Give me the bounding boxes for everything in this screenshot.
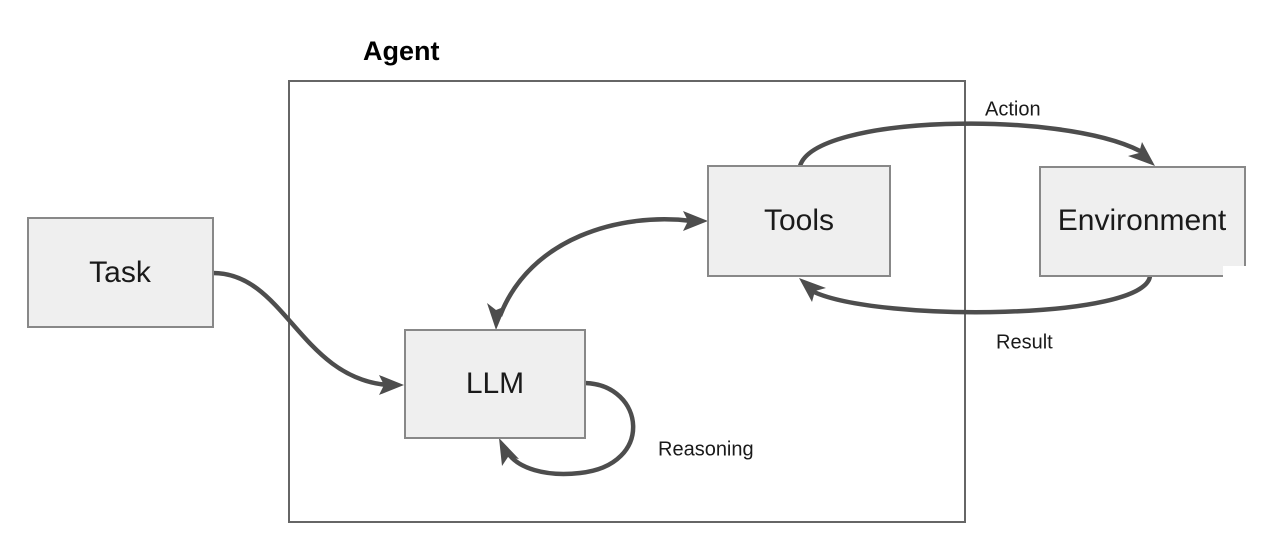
edge-task-to-llm xyxy=(212,270,404,395)
node-llm[interactable]: LLM xyxy=(404,329,586,439)
edge-tools-to-environment-arrowhead xyxy=(1128,142,1155,166)
node-environment[interactable]: Environment xyxy=(1039,166,1264,290)
node-tools[interactable]: Tools xyxy=(707,165,891,277)
node-environment-label: Environment xyxy=(1058,204,1227,237)
node-environment-box[interactable] xyxy=(1039,166,1246,277)
edge-environment-to-tools-path xyxy=(813,275,1153,315)
edge-label-action: Action xyxy=(985,98,1041,120)
edge-task-to-llm-arrowhead xyxy=(379,375,404,395)
edge-label-reasoning: Reasoning xyxy=(658,438,754,460)
edge-llm-tools-arrowhead-llm xyxy=(487,303,506,330)
node-task[interactable]: Task xyxy=(27,217,214,328)
edge-llm-tools-path xyxy=(497,217,693,317)
node-environment-corner-notch xyxy=(1223,266,1264,290)
edge-llm-self-loop-path xyxy=(506,380,636,477)
agent-group-box xyxy=(288,80,966,523)
node-tools-label: Tools xyxy=(764,204,834,237)
edge-environment-to-tools-arrowhead xyxy=(799,278,826,302)
edge-llm-tools-arrowhead-tools xyxy=(683,211,708,231)
node-llm-label: LLM xyxy=(466,367,524,400)
edge-tools-to-environment-path xyxy=(797,121,1142,167)
edge-llm-tools xyxy=(487,211,708,330)
edge-environment-to-tools: Result xyxy=(799,275,1153,353)
edge-llm-self-loop-arrowhead xyxy=(499,438,519,466)
edge-llm-self-loop: Reasoning xyxy=(499,380,754,477)
agent-group-title: Agent xyxy=(363,36,440,66)
edge-tools-to-environment: Action xyxy=(797,98,1155,167)
node-tools-box[interactable] xyxy=(707,165,891,277)
edge-task-to-llm-path xyxy=(212,270,389,388)
node-task-label: Task xyxy=(89,256,152,289)
node-task-box[interactable] xyxy=(27,217,214,328)
edge-label-result: Result xyxy=(996,331,1053,353)
node-llm-box[interactable] xyxy=(404,329,586,439)
